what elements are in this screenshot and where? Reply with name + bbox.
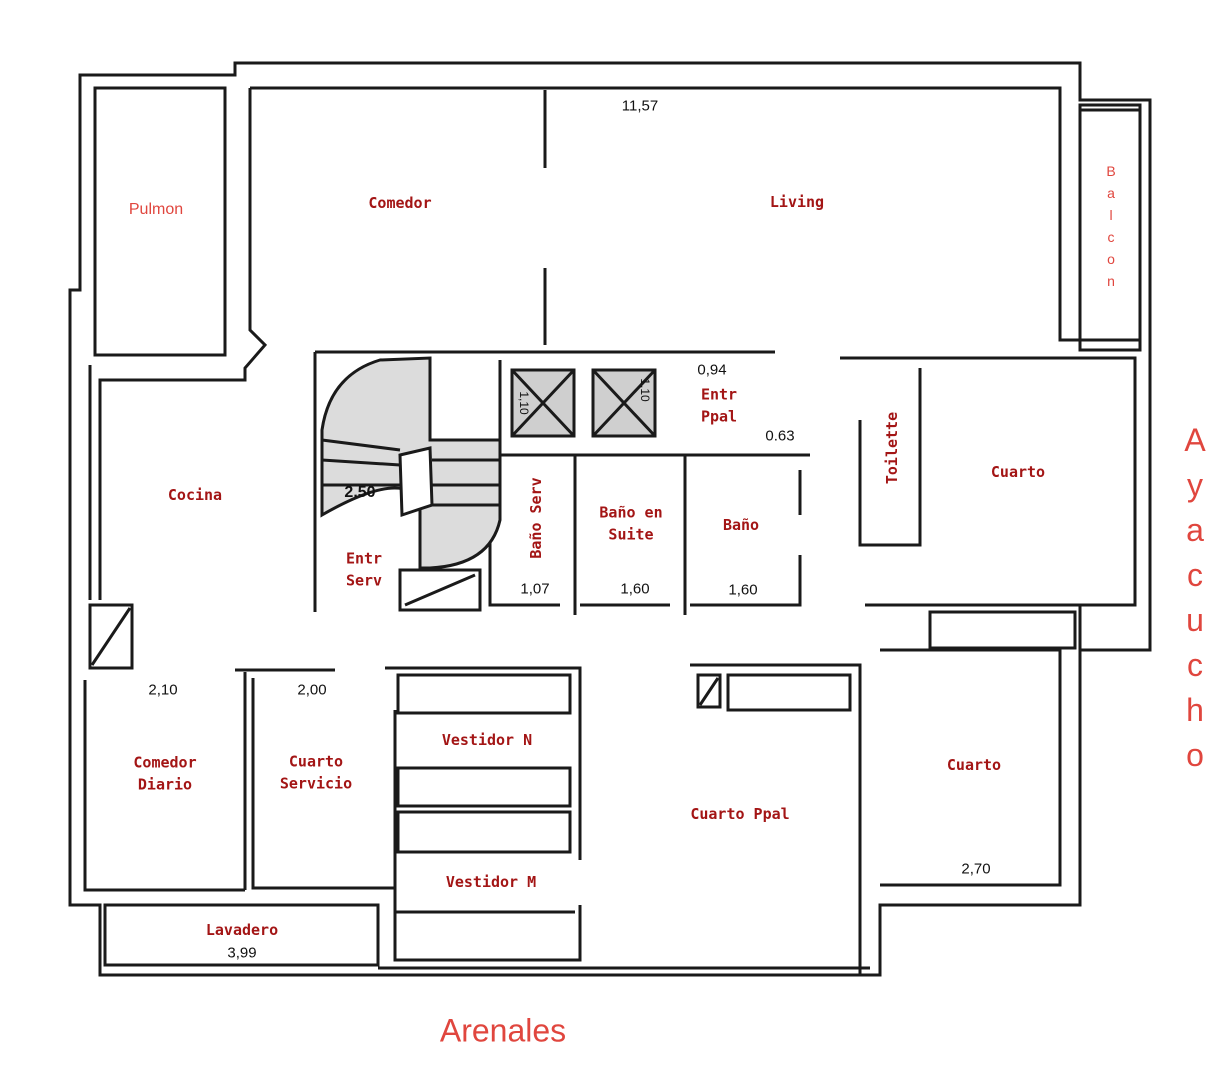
cuarto-label-2: Cuarto: [946, 756, 1002, 775]
comedor-label: Comedor: [368, 194, 432, 213]
cuarto-servicio-line-2: Servicio: [279, 774, 353, 792]
wall: [103, 903, 380, 967]
entr-ppal-line-1: Entr: [700, 385, 738, 404]
entr-serv-line-2: Serv: [345, 571, 383, 589]
dimension-stair: 2.50: [344, 484, 376, 501]
entr-ppal-label: Entr Ppal: [701, 384, 737, 428]
toilette-label: Toilette: [883, 411, 901, 485]
wall: [928, 610, 1077, 650]
pulmon-label: Pulmon: [128, 201, 184, 218]
core-wall: [683, 455, 802, 615]
comedor-diario-label: Comedor Diario: [133, 752, 196, 796]
street-ayacucho-letter: o: [1186, 737, 1204, 773]
bano-serv-label: Baño Serv: [527, 477, 545, 559]
bano-label: Baño: [722, 516, 760, 535]
vestidor-m-label: Vestidor M: [445, 873, 537, 892]
bano-suite-line-2: Suite: [608, 525, 654, 543]
balcony-label-letter: a: [1107, 185, 1115, 201]
inner-wall: [83, 365, 245, 892]
dimension-entr-ppal-a: 0,94: [697, 361, 727, 379]
cuarto-servicio-label: Cuarto Servicio: [280, 751, 352, 795]
dimension-living: 11,57: [621, 97, 659, 115]
dimension-shaft-2: 1,10: [638, 378, 652, 402]
dimension-bano: 1,60: [728, 581, 758, 599]
balcony-label-letter: l: [1109, 207, 1113, 223]
wall: [385, 666, 582, 860]
street-ayacucho-letter: A: [1184, 422, 1206, 458]
inner-wall: [98, 88, 268, 600]
dimension-entr-ppal-b: 0.63: [765, 427, 795, 445]
inner-wall: [250, 86, 1142, 342]
wall: [243, 672, 395, 890]
inner-wall: [93, 86, 227, 357]
balcony-label-letter: B: [1106, 163, 1116, 179]
dimension-cuarto: 2,70: [961, 860, 991, 878]
entr-ppal-line-2: Ppal: [700, 407, 738, 425]
dimension-bano-suite: 1,60: [620, 580, 650, 598]
vestidor-n-label: Vestidor N: [441, 731, 533, 750]
wall: [726, 673, 852, 712]
cocina-label: Cocina: [167, 486, 223, 505]
street-ayacucho-letter: a: [1186, 512, 1204, 548]
balcony-wall: [1078, 103, 1142, 352]
living-label: Living: [769, 193, 825, 212]
balcony-label-letter: c: [1107, 229, 1115, 245]
comedor-diario-line-2: Diario: [137, 775, 193, 793]
bano-suite-label: Baño en Suite: [599, 502, 662, 546]
street-ayacucho-letter: h: [1186, 692, 1204, 728]
entr-serv-line-1: Entr: [345, 549, 383, 568]
cuarto-ppal-label: Cuarto Ppal: [690, 805, 790, 824]
street-ayacucho-letter: y: [1187, 467, 1203, 503]
cuarto-servicio-line-1: Cuarto: [288, 752, 344, 771]
wall: [840, 356, 1137, 607]
balcony-label-letter: n: [1107, 273, 1115, 289]
bano-suite-line-1: Baño en: [599, 503, 663, 522]
dimension-shaft-1: 1,10: [517, 391, 531, 415]
dimension-lavadero: 3,99: [227, 944, 257, 962]
comedor-diario-line-1: Comedor: [133, 753, 197, 772]
wall: [880, 648, 1062, 887]
wall: [690, 663, 862, 975]
street-ayacucho-letter: u: [1186, 602, 1204, 638]
street-ayacucho-letter: c: [1187, 647, 1203, 683]
core-wall: [573, 455, 670, 615]
cuarto-label-1: Cuarto: [990, 463, 1046, 482]
core-wall: [398, 568, 482, 612]
street-label-arenales: Arenales: [439, 1012, 567, 1049]
dimension-cuarto-servicio: 2,00: [297, 681, 327, 699]
dimension-bano-serv: 1,07: [520, 580, 550, 598]
wall: [858, 368, 922, 547]
entr-serv-label: Entr Serv: [346, 548, 382, 592]
lavadero-label: Lavadero: [205, 921, 279, 940]
dimension-comedor-diario: 2,10: [148, 681, 178, 699]
street-ayacucho-letter: c: [1187, 557, 1203, 593]
balcony-label-letter: o: [1107, 251, 1115, 267]
